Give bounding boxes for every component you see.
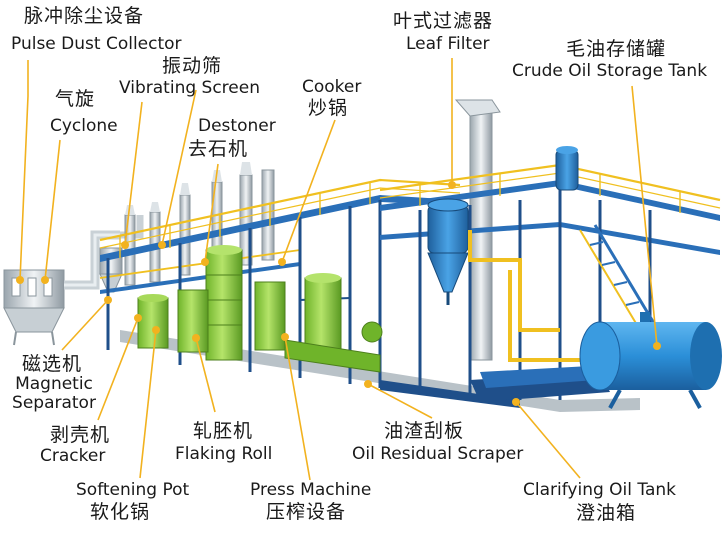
magnetic-separator-en: Magnetic [15, 374, 93, 394]
horizontal-oil-tank [579, 312, 722, 409]
cooker-en: Cooker [302, 77, 362, 97]
pulse-dust-collector-unit [3, 269, 65, 346]
cooker-unit [205, 245, 243, 361]
crude-oil-storage-tank-unit [555, 146, 579, 191]
crude-oil-storage-tank-en: Crude Oil Storage Tank [512, 61, 708, 81]
clarifying-oil-tank-unit [470, 366, 610, 402]
press-machine-en: Press Machine [250, 480, 372, 500]
oil-residual-scraper-cn: 油渣刮板 [384, 420, 465, 442]
cracker-cn: 剥壳机 [50, 424, 111, 446]
leaf-filter-cn: 叶式过滤器 [393, 10, 494, 32]
magnetic-separator-en-line2: Separator [12, 393, 96, 413]
clarifying-oil-tank-cn: 澄油箱 [576, 502, 637, 524]
vibrating-screen-en: Vibrating Screen [119, 78, 260, 98]
clarifying-oil-tank-en: Clarifying Oil Tank [523, 480, 676, 500]
pulse-dust-collector-en: Pulse Dust Collector [11, 34, 182, 54]
press-machine-unit [254, 273, 383, 373]
oil-residual-scraper-en: Oil Residual Scraper [352, 444, 524, 464]
vibrating-screen-cn: 振动筛 [162, 55, 223, 77]
softening-pot-unit [137, 294, 169, 349]
press-machine-cn: 压榨设备 [266, 501, 347, 523]
pulse-dust-collector-cn: 脉冲除尘设备 [24, 5, 145, 27]
cyclone-cn: 气旋 [55, 88, 96, 110]
leaf-filter-unit [427, 198, 469, 305]
leader-lines [19, 58, 658, 481]
magnetic-separator-cn: 磁选机 [22, 353, 83, 375]
flaking-roll-unit [177, 289, 209, 353]
softening-pot-cn: 软化锅 [90, 501, 151, 523]
softening-pot-en: Softening Pot [76, 480, 190, 500]
leaf-filter-en: Leaf Filter [406, 34, 490, 54]
leader-dots [16, 181, 661, 406]
crude-oil-storage-tank-cn: 毛油存储罐 [566, 38, 667, 60]
destoner-en: Destoner [198, 116, 276, 136]
cracker-en: Cracker [40, 446, 106, 466]
flaking-roll-cn: 轧胚机 [193, 420, 254, 442]
cooker-cn: 炒锅 [308, 97, 349, 119]
cyclone-en: Cyclone [50, 116, 118, 136]
flaking-roll-en: Flaking Roll [175, 444, 273, 464]
destoner-cn: 去石机 [188, 138, 249, 160]
oil-pipes [468, 230, 580, 362]
